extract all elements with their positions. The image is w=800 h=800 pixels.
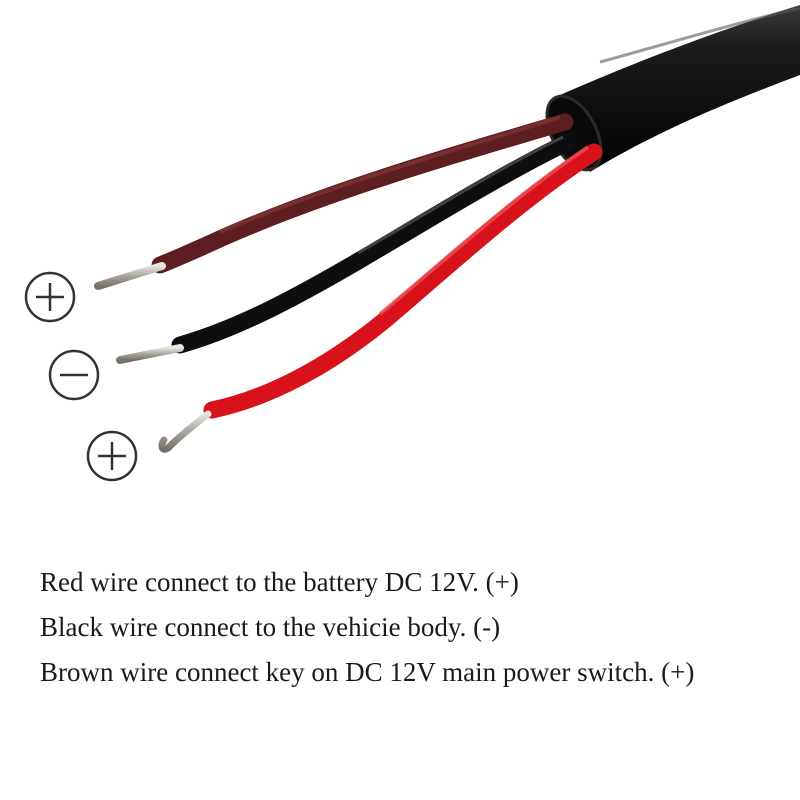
red-wire [158,143,603,453]
black-wire [116,133,577,364]
black-wire-tip [116,344,184,364]
plus-icon [24,271,76,323]
brown-wire-tip [94,262,166,290]
minus-icon [48,349,100,401]
wiring-instructions: Red wire connect to the battery DC 12V. … [40,560,780,695]
red-wire-tip [158,410,212,453]
cable-sheath [545,5,800,172]
black-wire-instruction: Black wire connect to the vehicie body. … [40,612,501,642]
brown-wire [94,113,574,290]
plus-icon [86,430,138,482]
red-wire-instruction: Red wire connect to the battery DC 12V. … [40,567,519,597]
brown-wire-instruction: Brown wire connect key on DC 12V main po… [40,657,695,687]
wire-cable-photo [24,5,800,482]
